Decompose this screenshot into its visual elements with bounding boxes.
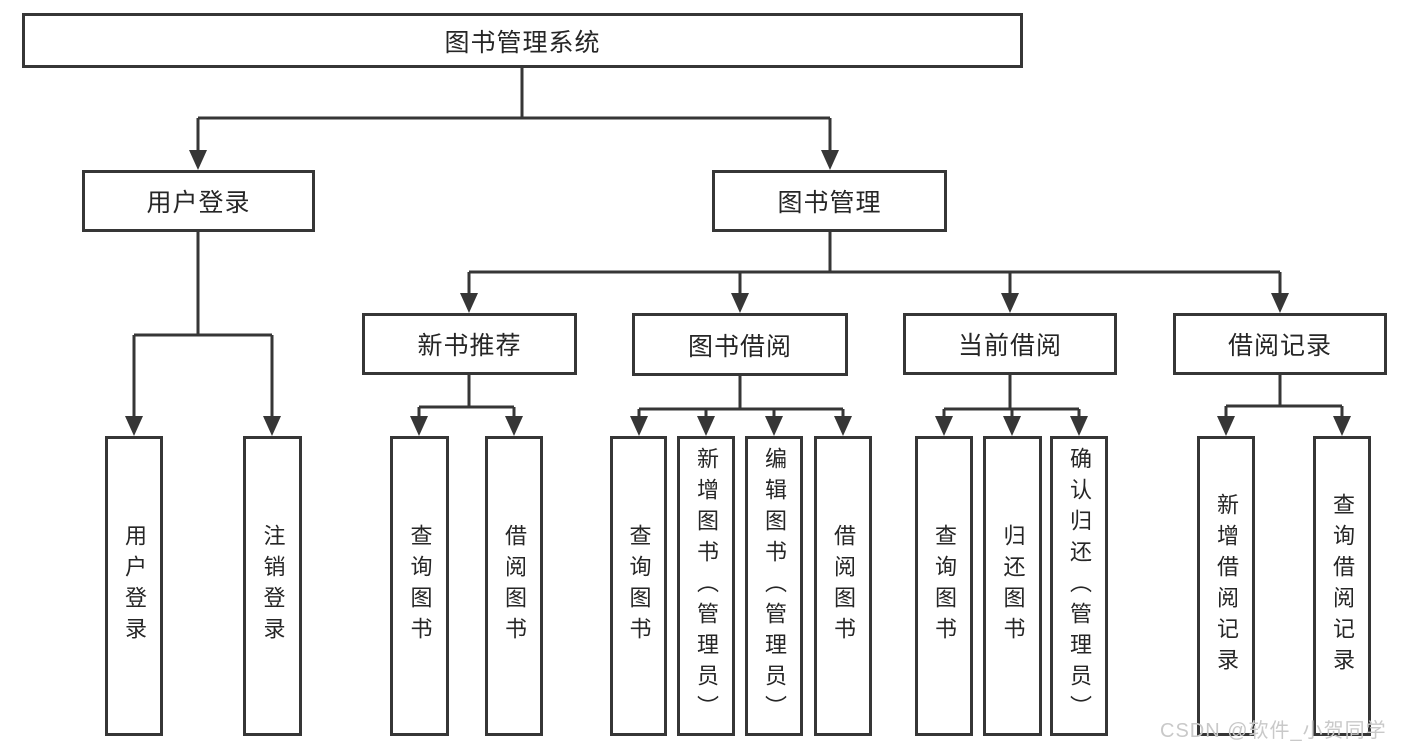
arrowhead-bb-query [630, 416, 648, 436]
node-leaf-bb-borrow-book-label: 借阅图书 [831, 524, 856, 648]
arrowhead-br-query [1333, 416, 1351, 436]
node-current-borrow: 当前借阅 [903, 313, 1117, 375]
node-leaf-user-login: 用户登录 [105, 436, 163, 736]
arrowhead-borrow-record [1271, 293, 1289, 313]
arrowhead-nb-borrow [505, 416, 523, 436]
node-borrow-record-label: 借阅记录 [1227, 332, 1332, 360]
node-leaf-nb-borrow-book: 借阅图书 [485, 436, 543, 736]
arrowhead-leaf-logout [263, 416, 281, 436]
node-leaf-cb-query-book: 查询图书 [915, 436, 973, 736]
arrowhead-new-book [460, 293, 478, 313]
node-leaf-bb-query-book: 查询图书 [610, 436, 667, 736]
node-new-book-label: 新书推荐 [417, 332, 522, 360]
node-leaf-br-query-record-label: 查询借阅记录 [1330, 493, 1355, 679]
node-user-login-label: 用户登录 [146, 189, 251, 217]
node-leaf-bb-edit-book-label: 编辑图书（管理员） [762, 446, 787, 726]
node-leaf-br-query-record: 查询借阅记录 [1313, 436, 1371, 736]
arrowhead-book-borrow [731, 293, 749, 313]
node-root-label: 图书管理系统 [444, 28, 601, 57]
node-leaf-bb-add-book-label: 新增图书（管理员） [694, 446, 719, 726]
arrowhead-book-mgmt [821, 150, 839, 170]
node-leaf-nb-query-book: 查询图书 [390, 436, 449, 736]
node-book-borrow: 图书借阅 [632, 313, 848, 376]
node-leaf-cb-return-book: 归还图书 [983, 436, 1042, 736]
node-leaf-logout-label: 注销登录 [260, 524, 286, 648]
arrowhead-user-login [189, 150, 207, 170]
node-leaf-br-add-record-label: 新增借阅记录 [1214, 493, 1239, 679]
node-leaf-nb-query-book-label: 查询图书 [407, 524, 433, 648]
node-book-mgmt-label: 图书管理 [777, 189, 882, 217]
node-root: 图书管理系统 [22, 13, 1023, 68]
csdn-watermark: CSDN @软件_小贺同学 [1160, 720, 1387, 742]
node-leaf-bb-query-book-label: 查询图书 [626, 524, 652, 648]
node-user-login: 用户登录 [82, 170, 315, 232]
node-leaf-bb-add-book: 新增图书（管理员） [677, 436, 735, 736]
arrowhead-cb-confirm [1070, 416, 1088, 436]
arrowhead-cb-return [1003, 416, 1021, 436]
node-leaf-bb-borrow-book: 借阅图书 [814, 436, 872, 736]
node-current-borrow-label: 当前借阅 [957, 332, 1062, 360]
node-leaf-cb-return-book-label: 归还图书 [1000, 524, 1026, 648]
arrowhead-bb-edit [765, 416, 783, 436]
arrowhead-br-add [1217, 416, 1235, 436]
node-leaf-cb-confirm-return: 确认归还（管理员） [1050, 436, 1108, 736]
node-book-mgmt: 图书管理 [712, 170, 947, 232]
arrowhead-bb-borrow [834, 416, 852, 436]
node-leaf-cb-confirm-return-label: 确认归还（管理员） [1067, 446, 1092, 726]
node-leaf-bb-edit-book: 编辑图书（管理员） [745, 436, 803, 736]
arrowhead-nb-query [410, 416, 428, 436]
node-leaf-user-login-label: 用户登录 [122, 524, 147, 648]
node-leaf-logout: 注销登录 [243, 436, 302, 736]
arrowhead-bb-add [697, 416, 715, 436]
node-leaf-nb-borrow-book-label: 借阅图书 [502, 524, 527, 648]
arrowhead-cb-query [935, 416, 953, 436]
node-book-borrow-label: 图书借阅 [687, 332, 792, 361]
node-leaf-cb-query-book-label: 查询图书 [932, 524, 957, 648]
node-borrow-record: 借阅记录 [1173, 313, 1387, 375]
arrowhead-current-borrow [1001, 293, 1019, 313]
node-leaf-br-add-record: 新增借阅记录 [1197, 436, 1255, 736]
arrowhead-leaf-user-login [125, 416, 143, 436]
node-new-book: 新书推荐 [362, 313, 577, 375]
